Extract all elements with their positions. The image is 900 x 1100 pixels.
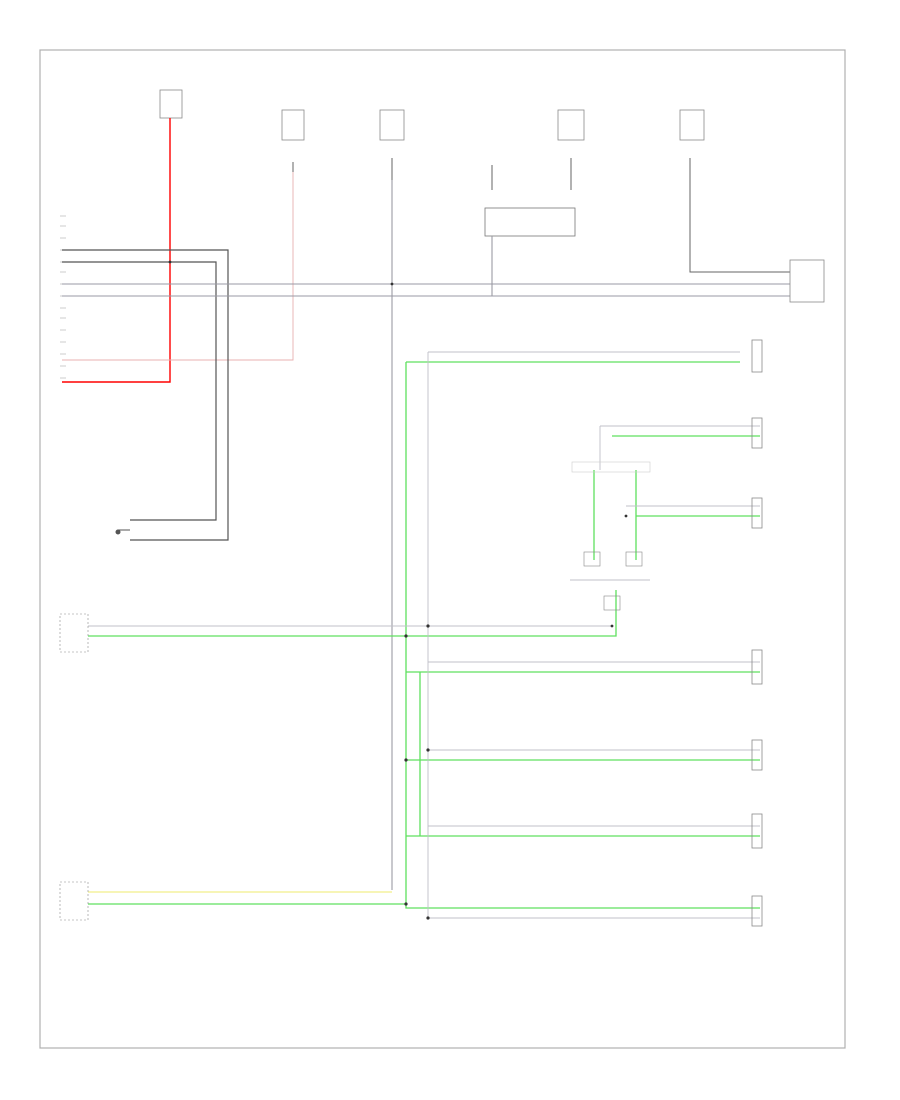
green-wire-group [88, 361, 760, 909]
top-stubs [292, 158, 691, 190]
right-module-8 [751, 895, 763, 927]
right-module-4 [751, 497, 763, 529]
top-connector-f [679, 109, 705, 141]
dark-wire-2 [62, 261, 217, 521]
gray-wire-group [88, 351, 760, 919]
center-top-junction-box [484, 207, 576, 237]
dark-wire-1 [62, 249, 229, 541]
top-connector-b [281, 109, 305, 141]
left-pin-ticks [60, 215, 66, 379]
right-module-2 [751, 339, 763, 373]
right-modules [751, 339, 763, 927]
right-module-7 [751, 813, 763, 849]
left-module-bottom [59, 881, 89, 921]
left-module-mid [59, 613, 89, 653]
right-module-3 [751, 417, 763, 449]
diagram-frame [39, 49, 846, 1049]
red-power-wire [62, 118, 171, 383]
right-module-5 [751, 649, 763, 685]
right-module-6 [751, 739, 763, 771]
splice-dots [168, 260, 628, 920]
ground-point [115, 529, 130, 535]
pink-signal-wire [62, 172, 294, 361]
left-junction-connector [60, 215, 66, 379]
center-junction [571, 461, 651, 611]
right-module-1 [789, 259, 825, 303]
gray-bus-2 [62, 236, 493, 297]
connector-f-wire [689, 185, 790, 273]
top-connector-e [557, 109, 585, 141]
hot-at-all-times-fuse [159, 89, 183, 119]
top-connector-c [379, 109, 405, 141]
